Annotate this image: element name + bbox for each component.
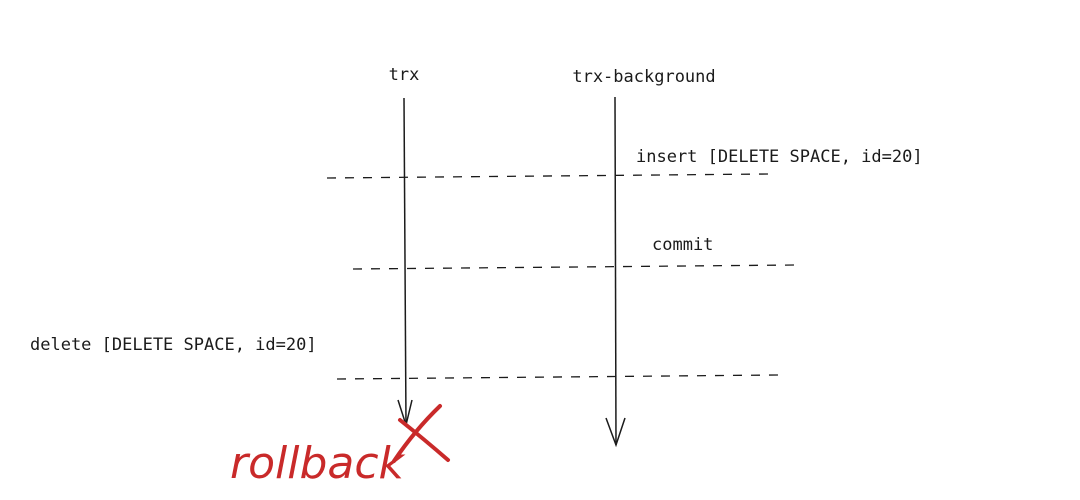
trx-lifeline-arrow [397,97,413,428]
event-commit: commit [652,235,713,255]
commit-divider [352,264,796,270]
lane-label-trx: trx [389,65,420,85]
lane-label-trx-background: trx-background [572,67,715,87]
rollback-annotation: rollback [230,438,406,489]
event-insert: insert [DELETE SPACE, id=20] [636,147,923,167]
trx-background-lifeline-arrow [605,96,626,448]
delete-divider [336,374,779,380]
event-delete: delete [DELETE SPACE, id=20] [30,335,317,355]
cross-mark-icon [392,404,450,463]
insert-divider [326,173,769,179]
